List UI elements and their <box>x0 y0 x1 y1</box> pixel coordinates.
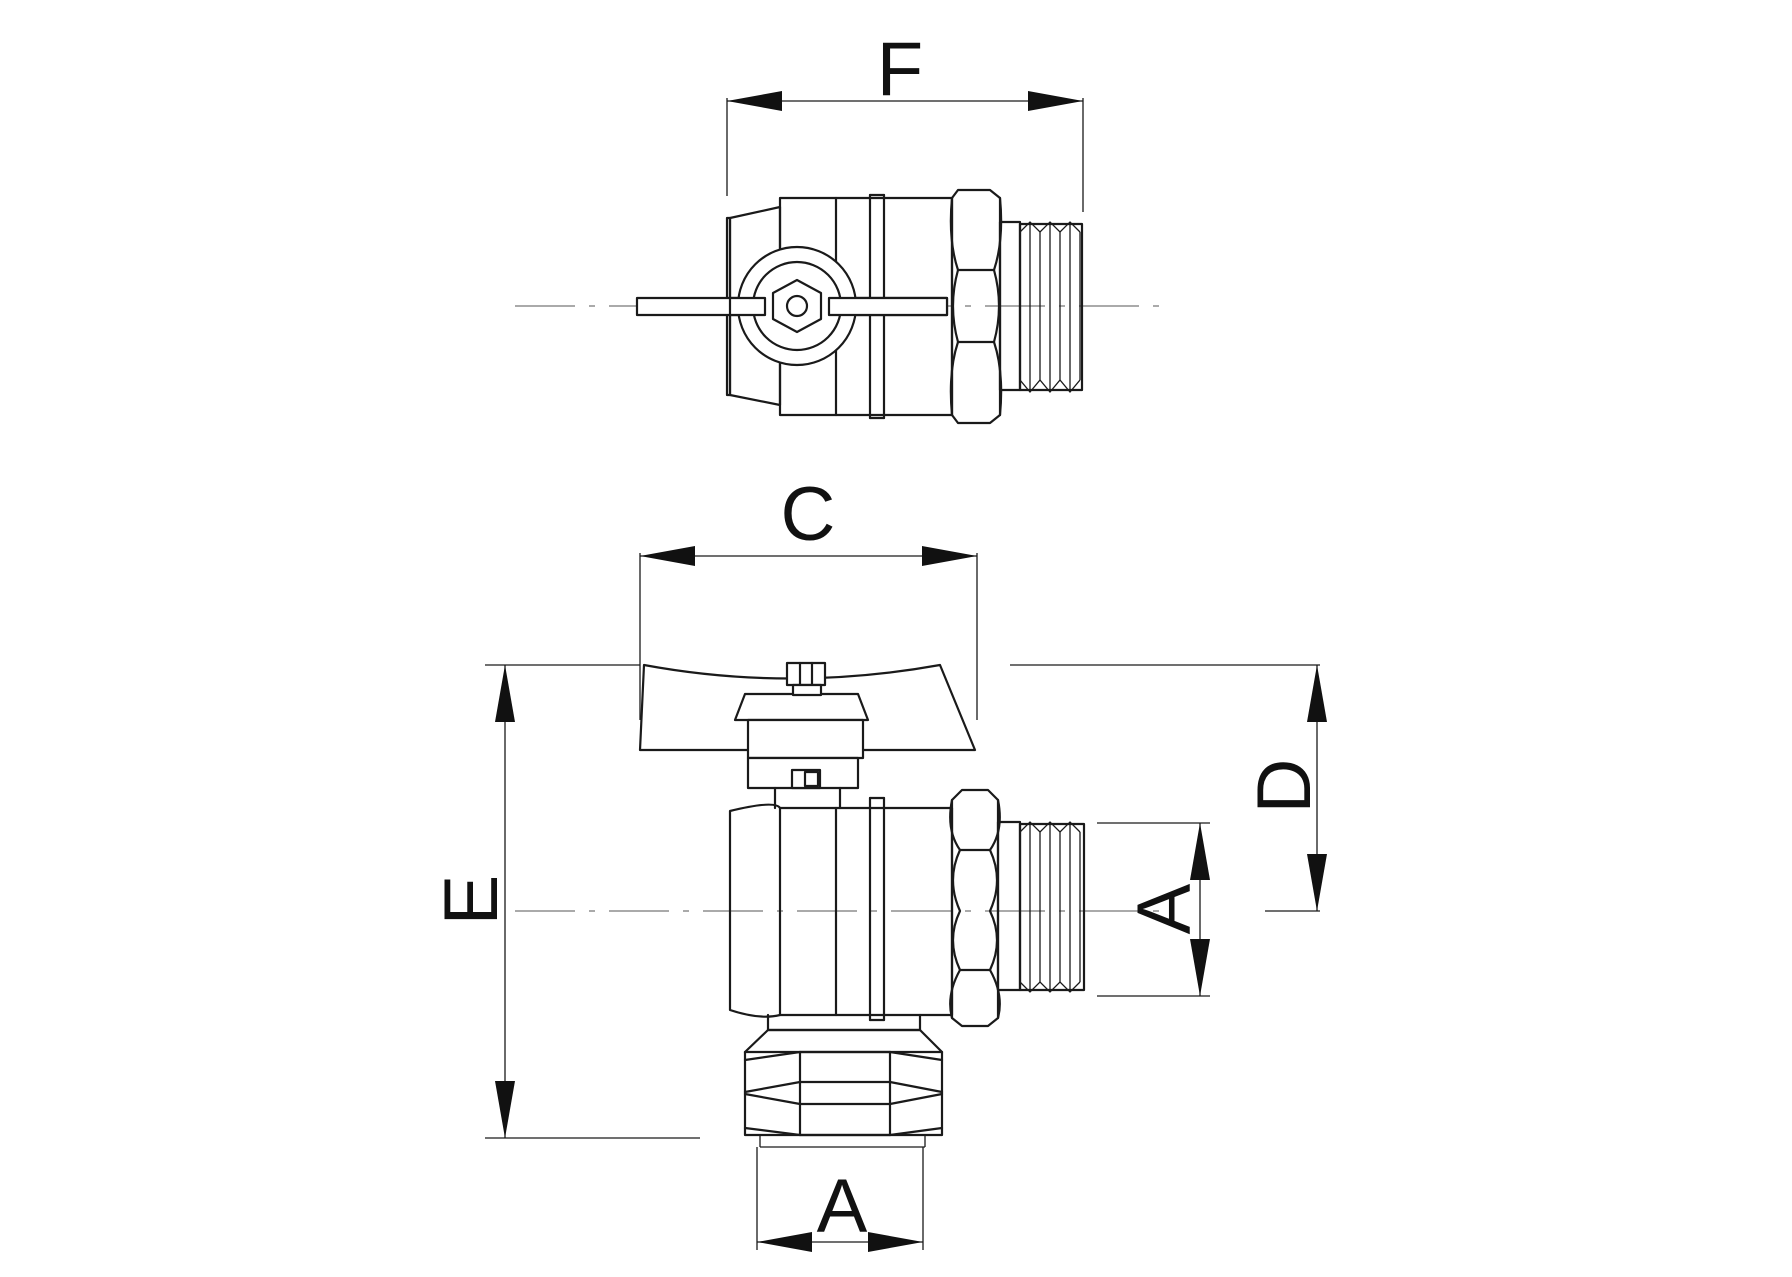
dim-d-arrow-top <box>1307 665 1327 722</box>
dim-e-arrow-bottom <box>495 1081 515 1138</box>
dim-c-arrow-left <box>640 546 695 566</box>
dim-e-label: E <box>429 875 514 926</box>
dim-f-label: F <box>877 27 923 112</box>
dim-e-arrow-top <box>495 665 515 722</box>
dim-a-horizontal-arrow-right <box>868 1232 923 1252</box>
handle-nut-icon <box>785 661 827 687</box>
dim-f-arrow-right <box>1028 91 1083 111</box>
dim-a-horizontal-arrow-left <box>757 1232 812 1252</box>
dim-d-label: D <box>1242 759 1327 814</box>
dim-d-arrow-bottom <box>1307 854 1327 911</box>
dim-f-arrow-left <box>727 91 782 111</box>
front-body <box>728 788 1086 1148</box>
dim-a-horizontal-label: A <box>817 1164 868 1249</box>
top-body <box>725 188 1084 425</box>
dim-c-arrow-right <box>922 546 977 566</box>
top-handle <box>635 245 949 367</box>
front-view: C E D A A <box>429 472 1327 1252</box>
top-stem-bolt-icon <box>785 294 809 318</box>
top-stem-hex-icon <box>771 278 823 334</box>
dim-a-vertical-label: A <box>1122 883 1207 934</box>
dim-a-vertical-arrow-top <box>1190 823 1210 880</box>
dim-a-vertical-arrow-bottom <box>1190 939 1210 996</box>
dim-c-label: C <box>781 472 836 557</box>
front-handle <box>638 661 977 810</box>
top-view: F <box>515 27 1160 425</box>
